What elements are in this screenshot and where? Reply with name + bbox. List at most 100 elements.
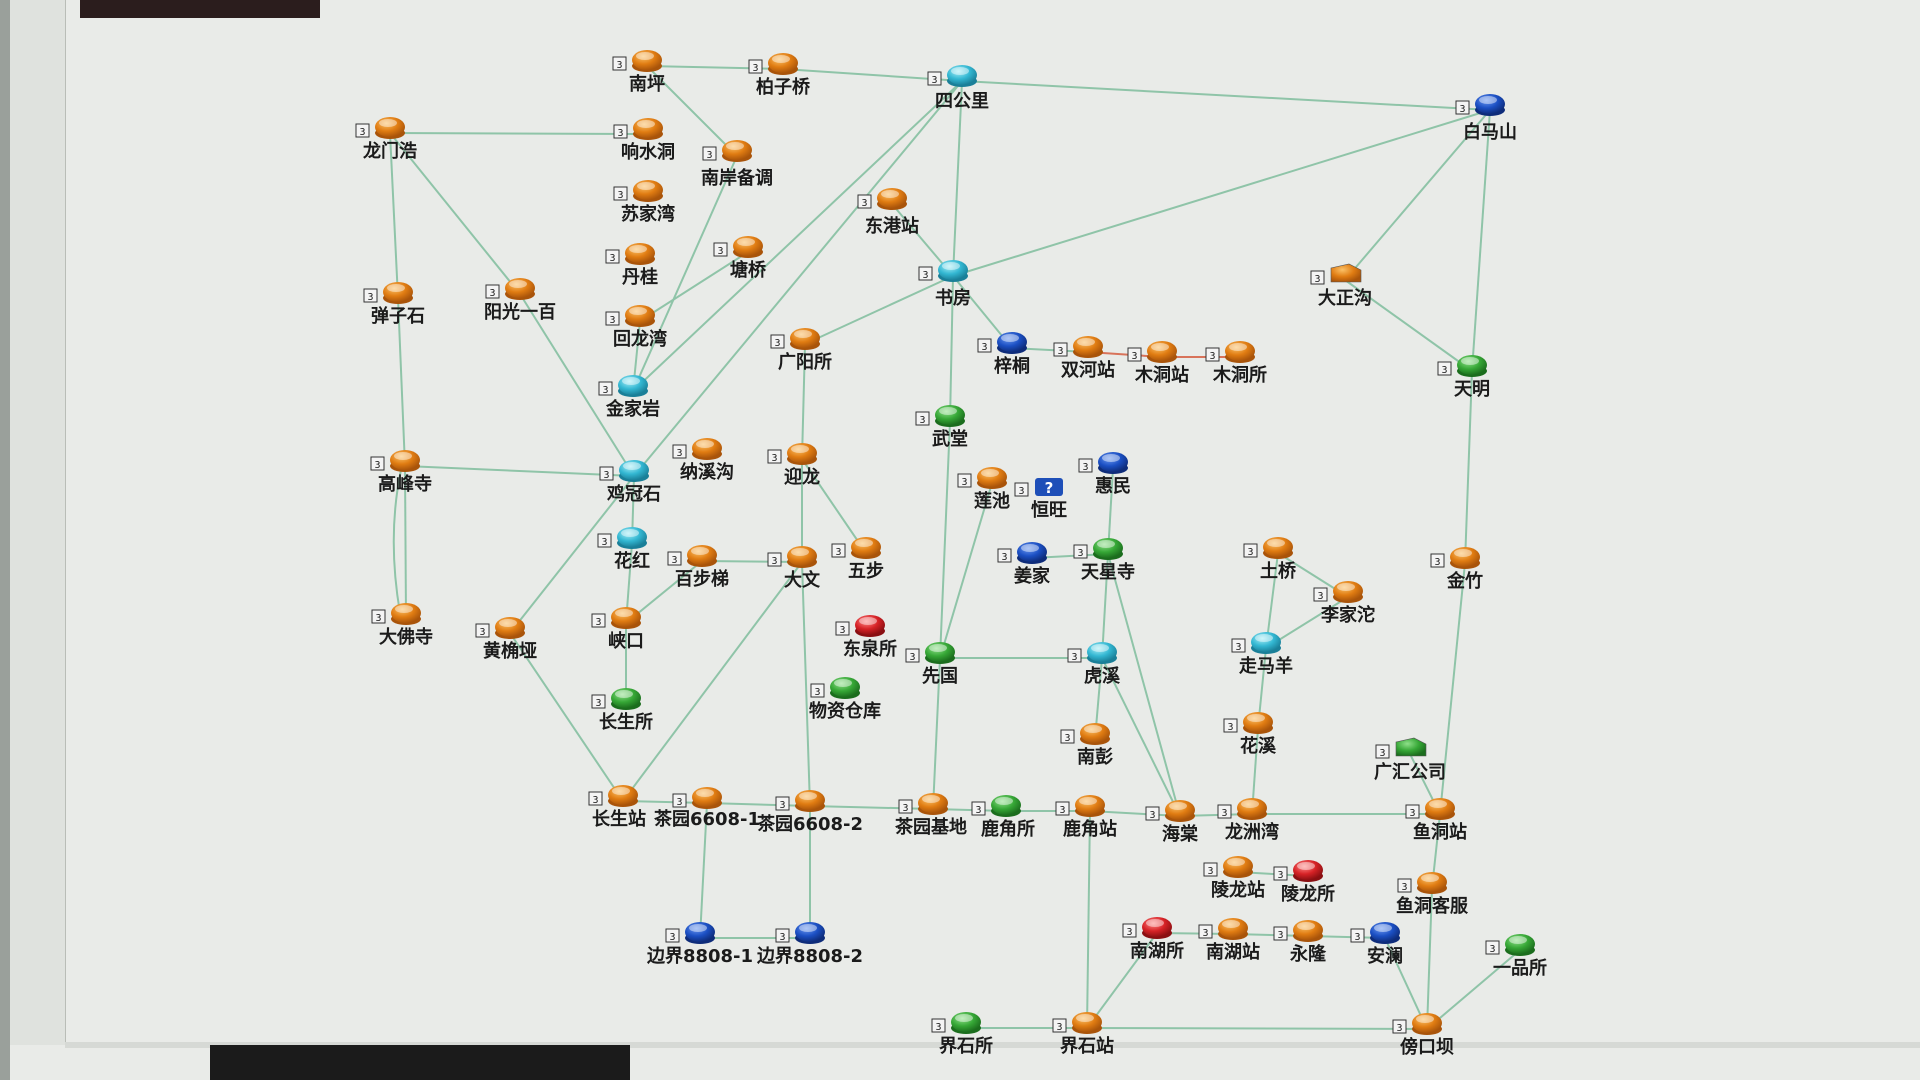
network-link[interactable] [952,109,1491,277]
node-nanping[interactable]: 3南坪 [612,50,665,95]
network-link[interactable] [801,561,811,807]
node-yinglong[interactable]: 3迎龙 [767,443,820,488]
network-link[interactable] [1086,1027,1428,1030]
network-link[interactable] [1086,932,1158,1029]
network-link[interactable] [939,420,951,659]
network-link[interactable] [519,293,635,477]
network-link[interactable] [639,251,749,322]
network-link[interactable] [1089,810,1181,817]
network-link[interactable] [633,80,963,477]
network-link[interactable] [1384,937,1428,1030]
network-link[interactable] [646,65,738,157]
node-jinzhu[interactable]: 3金竹 [1430,547,1483,592]
network-link[interactable] [1426,949,1521,1030]
network-link[interactable] [389,132,649,135]
node-dangui[interactable]: 3丹桂 [605,243,658,288]
node-zidong[interactable]: 3梓桐 [977,332,1030,377]
network-link[interactable] [699,802,708,939]
node-haitang[interactable]: 3海棠 [1145,800,1199,845]
network-link[interactable] [961,80,1491,111]
network-link[interactable] [1439,562,1466,815]
node-huxi[interactable]: 3虎溪 [1067,642,1121,687]
network-link[interactable] [1086,810,1091,1029]
node-huaxi[interactable]: 3花溪 [1223,712,1277,757]
node-anlan[interactable]: 3安澜 [1350,922,1403,967]
node-xianguo[interactable]: 3先国 [905,642,958,687]
node-tuqiao[interactable]: 3土桥 [1243,537,1297,582]
network-link[interactable] [509,475,635,634]
network-link[interactable] [389,132,521,295]
network-link[interactable] [949,275,954,422]
network-link[interactable] [1344,279,1473,372]
network-link[interactable] [801,343,806,460]
node-hengwang[interactable]: 3?恒旺 [1014,478,1067,521]
network-link[interactable] [509,632,624,802]
network-link[interactable] [404,465,635,477]
node-wutang[interactable]: 3武堂 [915,405,968,450]
network-link[interactable] [1426,887,1433,1030]
network-link[interactable] [646,65,784,70]
node-wubu[interactable]: 3五步 [831,537,884,582]
network-link[interactable] [1471,109,1491,372]
node-lianchi[interactable]: 3莲池 [957,467,1010,512]
network-link[interactable] [392,469,402,614]
network-link[interactable] [706,802,811,807]
network-link[interactable] [397,297,406,467]
node-tianming[interactable]: 3天明 [1437,355,1490,400]
network-link[interactable] [632,80,963,392]
node-yonglong[interactable]: 3永隆 [1273,920,1327,965]
network-link[interactable] [932,657,941,810]
network-link[interactable] [809,805,934,810]
node-xiakou[interactable]: 3峡口 [591,607,644,652]
network-link[interactable] [1101,553,1109,659]
network-link[interactable] [1101,657,1181,817]
network-link[interactable] [952,80,963,277]
network-link[interactable] [622,561,803,802]
network-link[interactable] [701,560,803,563]
network-link[interactable] [1344,109,1491,281]
